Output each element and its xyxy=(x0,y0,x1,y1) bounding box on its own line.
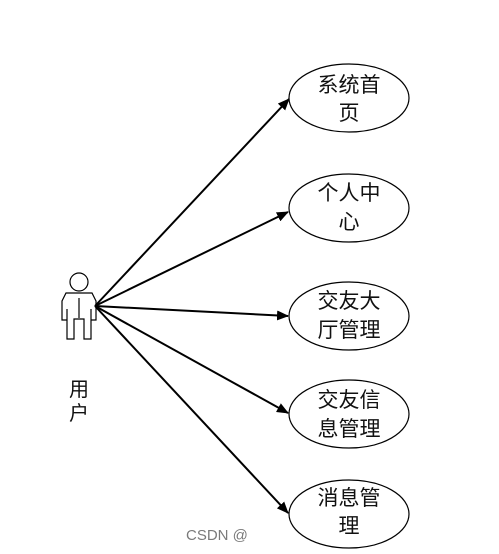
use-case-1: 系统首 页 xyxy=(288,63,410,133)
actor-label-line2: 户 xyxy=(69,401,89,425)
arrow-to-use-case-1 xyxy=(94,98,290,307)
use-case-5: 消息管 理 xyxy=(288,479,410,549)
use-case-5-ellipse xyxy=(288,479,410,549)
use-case-1-line1: 系统首 xyxy=(318,73,381,97)
arrow-to-use-case-4 xyxy=(94,305,289,414)
use-case-1-line2: 页 xyxy=(339,101,360,125)
use-case-2-line1: 个人中 xyxy=(318,181,381,205)
use-case-4: 交友信 息管理 xyxy=(288,379,410,449)
use-case-4-ellipse xyxy=(288,379,410,449)
actor-user-figure xyxy=(61,272,97,340)
use-case-1-ellipse xyxy=(288,63,410,133)
arrow-to-use-case-5 xyxy=(94,305,289,514)
use-case-3-line2: 厅管理 xyxy=(318,318,381,342)
use-case-4-line2: 息管理 xyxy=(318,417,381,441)
arrow-to-use-case-2 xyxy=(94,211,289,307)
use-case-2-ellipse xyxy=(288,173,410,243)
actor-label-line1: 用 xyxy=(69,377,89,401)
use-case-5-line2: 理 xyxy=(339,514,360,538)
use-case-3-ellipse xyxy=(288,281,410,351)
use-case-2-line2: 心 xyxy=(339,210,360,234)
arrow-to-use-case-3 xyxy=(94,305,289,321)
use-case-3-line1: 交友大 xyxy=(318,289,381,313)
watermark-text: CSDN @ xyxy=(186,527,248,544)
associations xyxy=(94,98,290,514)
use-case-2: 个人中 心 xyxy=(288,173,410,243)
actor-head xyxy=(69,272,89,292)
use-case-3: 交友大 厅管理 xyxy=(288,281,410,351)
use-case-4-line1: 交友信 xyxy=(318,388,381,412)
use-case-5-line1: 消息管 xyxy=(318,486,381,510)
